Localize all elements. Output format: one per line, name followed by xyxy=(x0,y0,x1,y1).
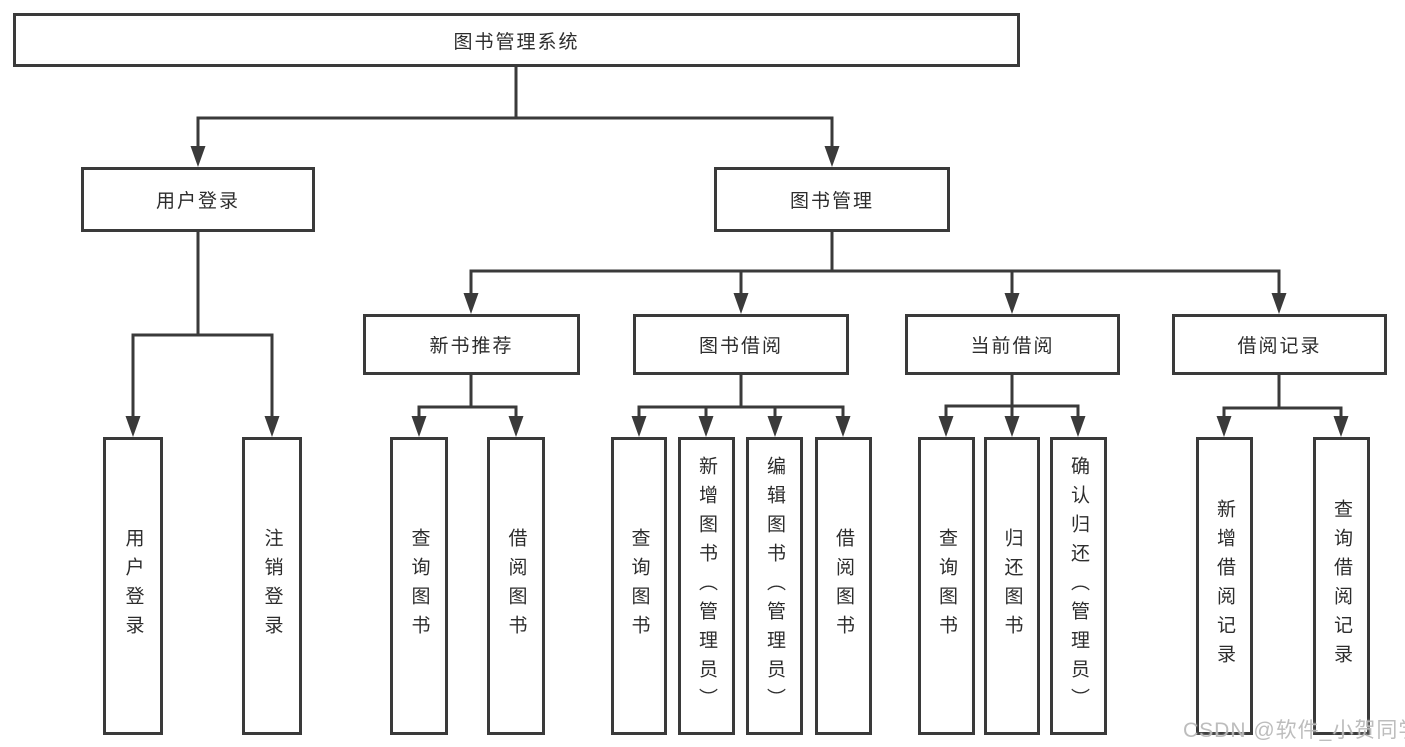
node-label: 用户登录 xyxy=(155,191,240,212)
node-book-management: 图书管理 xyxy=(714,167,950,232)
leaf-confirm-return-admin: 确认归还（管理员） xyxy=(1050,437,1107,735)
node-label: 借阅图书 xyxy=(833,528,854,644)
leaf-logout: 注销登录 xyxy=(242,437,302,735)
leaf-query-borrow-record: 查询借阅记录 xyxy=(1313,437,1370,735)
node-label: 查询图书 xyxy=(936,528,957,644)
node-label: 查询图书 xyxy=(408,528,430,644)
leaf-return-book: 归还图书 xyxy=(984,437,1040,735)
node-label: 归还图书 xyxy=(1001,528,1023,644)
node-label: 查询图书 xyxy=(628,528,650,644)
node-borrow-records: 借阅记录 xyxy=(1172,314,1387,375)
node-label: 图书管理 xyxy=(789,191,874,212)
node-label: 图书借阅 xyxy=(698,336,783,357)
node-label: 编辑图书（管理员） xyxy=(764,455,785,717)
leaf-add-book-admin: 新增图书（管理员） xyxy=(678,437,735,735)
leaf-borrow-book: 借阅图书 xyxy=(815,437,872,735)
leaf-query-book-recommend: 查询图书 xyxy=(390,437,448,735)
node-book-borrow: 图书借阅 xyxy=(633,314,849,375)
node-label: 用户登录 xyxy=(122,528,144,644)
node-current-borrow: 当前借阅 xyxy=(905,314,1120,375)
node-new-book-recommend: 新书推荐 xyxy=(363,314,580,375)
node-label: 新书推荐 xyxy=(429,336,514,357)
leaf-query-book-borrow: 查询图书 xyxy=(611,437,667,735)
connector-path xyxy=(131,67,1343,420)
node-label: 注销登录 xyxy=(261,528,283,644)
leaf-borrow-book-recommend: 借阅图书 xyxy=(487,437,545,735)
node-user-login: 用户登录 xyxy=(81,167,315,232)
node-label: 新增借阅记录 xyxy=(1214,499,1235,673)
node-label: 确认归还（管理员） xyxy=(1068,455,1089,717)
node-label: 当前借阅 xyxy=(970,336,1055,357)
leaf-edit-book-admin: 编辑图书（管理员） xyxy=(746,437,803,735)
node-label: 查询借阅记录 xyxy=(1331,499,1352,673)
leaf-add-borrow-record: 新增借阅记录 xyxy=(1196,437,1253,735)
node-label: 借阅图书 xyxy=(505,528,527,644)
leaf-user-login: 用户登录 xyxy=(103,437,163,735)
csdn-watermark: CSDN @软件_小贺同学 xyxy=(1183,719,1405,742)
node-label: 图书管理系统 xyxy=(453,31,580,53)
node-library-management-system: 图书管理系统 xyxy=(13,13,1020,67)
leaf-query-book-current: 查询图书 xyxy=(918,437,975,735)
node-label: 借阅记录 xyxy=(1237,336,1322,357)
node-label: 新增图书（管理员） xyxy=(696,455,717,717)
